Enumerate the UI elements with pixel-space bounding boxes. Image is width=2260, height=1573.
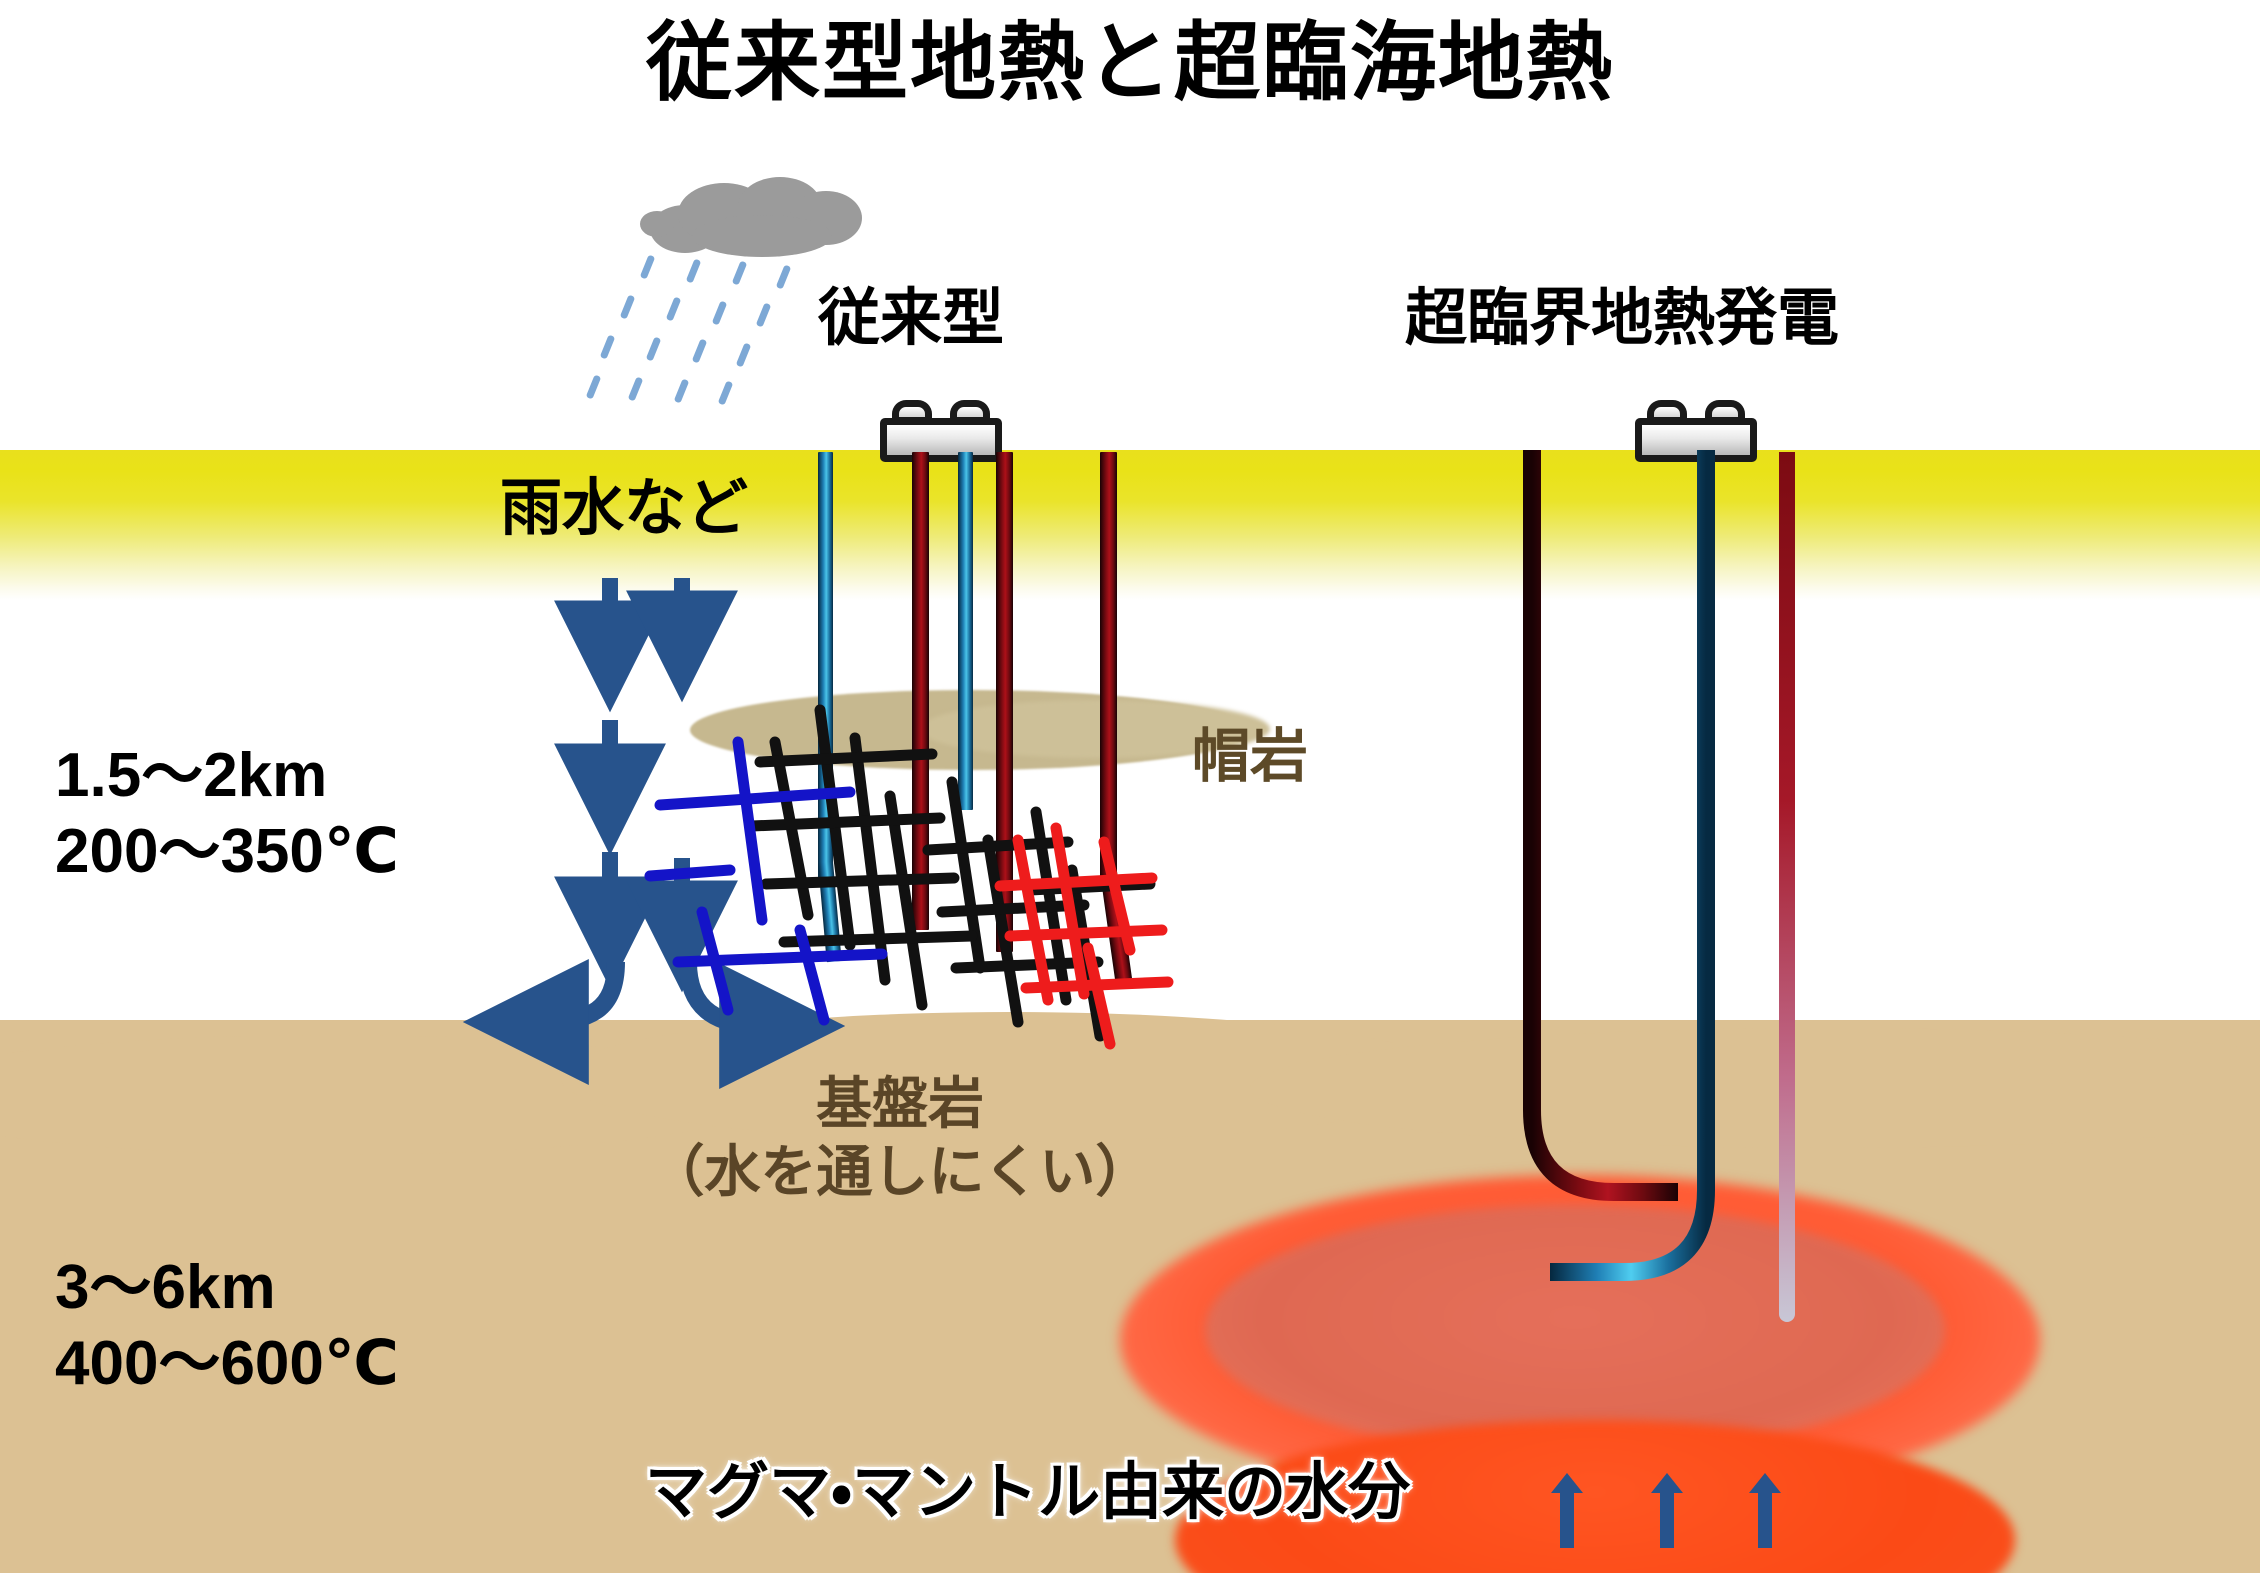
wellhead-conventional[interactable]: [880, 400, 1002, 464]
wellhead-supercritical[interactable]: [1635, 400, 1757, 464]
well-injection-supercritical: [1550, 450, 1715, 1281]
basement-rock-label-line2: （水を通しにくい）: [648, 1140, 1152, 1204]
rainwater-infiltration-arrows: [462, 578, 846, 1089]
well-supercritical-straight: [1779, 452, 1795, 1322]
up-arrow-icon-1: [1551, 1473, 1583, 1548]
caprock-label: 帽岩: [1192, 724, 1309, 789]
shallow-temperature-value: 200〜350℃: [55, 816, 399, 886]
deep-depth-temperature-label: 3〜6km 400〜600℃: [55, 1250, 399, 1401]
magma-derived-water-label: マグマ・マントル由来の水分: [645, 1458, 1411, 1527]
magma-water-up-arrows: [1551, 1470, 1790, 1560]
well-production-conventional-1: [912, 452, 929, 930]
shallow-depth-temperature-label: 1.5〜2km 200〜350℃: [55, 738, 399, 889]
wellhead-body: [1635, 418, 1757, 462]
up-arrow-icon-3: [1749, 1473, 1781, 1548]
page-title: 従来型地熱と超臨海地熱: [646, 15, 1614, 111]
well-production-supercritical: [1523, 450, 1678, 1201]
shallow-depth-value: 1.5〜2km: [55, 741, 328, 810]
ground-surface-layer: [0, 450, 2260, 600]
basement-rock-label: 基盤岩 （水を通しにくい）: [640, 1070, 1160, 1207]
fracture-network: [644, 704, 1174, 1050]
rainwater-label: 雨水など: [500, 474, 749, 543]
basement-rock-label-line1: 基盤岩: [816, 1072, 984, 1135]
heading-supercritical-geothermal: 超臨界地熱発電: [1405, 284, 1840, 353]
well-production-conventional-3: [1100, 452, 1117, 882]
deep-depth-value: 3〜6km: [55, 1253, 276, 1322]
magma-chamber-inner: [1205, 1205, 1945, 1455]
heading-conventional-geothermal: 従来型: [818, 284, 1005, 353]
rain-drops-icon: [585, 254, 850, 430]
caprock-lens-highlight: [920, 700, 1270, 758]
up-arrow-icon-2: [1651, 1473, 1683, 1548]
basement-top-bump-right: [1250, 1028, 2260, 1148]
well-injection-conventional-2: [958, 452, 973, 810]
wellhead-body: [880, 418, 1002, 462]
well-production-conventional-2: [996, 452, 1013, 952]
rain-cloud-icon: [640, 175, 870, 260]
deep-temperature-value: 400〜600℃: [55, 1328, 399, 1398]
